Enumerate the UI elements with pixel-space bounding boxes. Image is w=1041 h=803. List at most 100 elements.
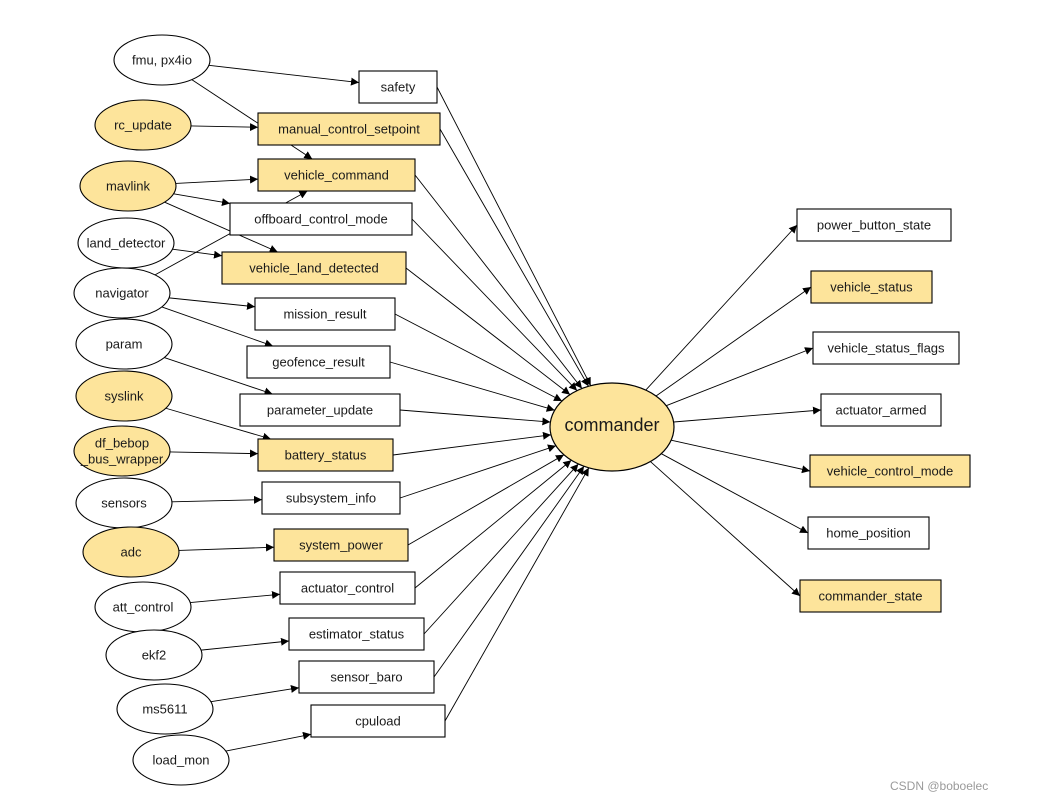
commander-label: commander [564,415,659,435]
source-ellipse [79,160,177,212]
edge-land-to-vld [172,248,223,259]
source-ellipse [132,734,230,786]
source-label: syslink [104,389,144,404]
edge-ms5611-to-baro [210,685,300,703]
input-topic-mcs[interactable]: manual_control_setpoint [257,112,441,146]
input-topic-sub[interactable]: subsystem_info [261,481,401,515]
output-topic-label: vehicle_status [830,280,913,295]
source-node-param[interactable]: param [75,318,173,370]
input-topic-act[interactable]: actuator_control [279,571,416,605]
source-label: adc [121,545,142,560]
edge-att-to-act [190,591,281,604]
source-node-ekf2[interactable]: ekf2 [105,629,203,681]
edge-commander-to-vst [655,286,812,397]
input-topic-vld[interactable]: vehicle_land_detected [221,251,407,285]
source-node-mavlink[interactable]: mavlink [79,160,177,212]
output-topic-arm[interactable]: actuator_armed [820,393,942,427]
input-topic-box [257,158,416,192]
output-topic-box [820,393,942,427]
output-topic-home[interactable]: home_position [807,516,930,550]
input-topic-label: vehicle_land_detected [249,261,378,276]
source-ellipse [116,683,214,735]
input-topic-baro[interactable]: sensor_baro [298,660,435,694]
edge-fmu-to-vcmd [191,79,313,160]
output-topic-label: power_button_state [817,218,931,233]
input-topic-bat[interactable]: battery_status [257,438,394,472]
input-topic-safety[interactable]: safety [358,70,438,104]
source-node-adc[interactable]: adc [82,526,180,578]
output-topic-label: vehicle_status_flags [827,341,945,356]
input-topic-mres[interactable]: mission_result [254,297,396,331]
source-node-land[interactable]: land_detector [77,217,175,269]
edge-commander-to-cst [650,461,801,597]
source-node-sensors[interactable]: sensors [75,477,173,529]
input-topic-ocm[interactable]: offboard_control_mode [229,202,413,236]
input-topic-est[interactable]: estimator_status [288,617,425,651]
input-topic-box [254,297,396,331]
source-node-att[interactable]: att_control [94,581,192,633]
output-topic-label: commander_state [818,589,922,604]
edge-syslink-to-bat [165,407,271,441]
source-label: rc_update [114,118,172,133]
nodes: fmu, px4io rc_updatemavlinkland_detectorn… [73,34,971,786]
edge-mres-to-commander [394,313,563,402]
edge-commander-to-arm [673,406,822,423]
input-topic-vcmd[interactable]: vehicle_command [257,158,416,192]
output-topic-vcm[interactable]: vehicle_control_mode [809,454,971,488]
input-topic-box [288,617,425,651]
input-topic-label: actuator_control [301,581,394,596]
input-topic-label: manual_control_setpoint [278,122,420,137]
commander-node[interactable]: commander [549,382,675,472]
source-node-rc[interactable]: rc_update [94,99,192,151]
edge-baro-to-commander [433,466,585,678]
edge-bat-to-commander [392,431,552,456]
input-topic-cpu[interactable]: cpuload [310,704,446,738]
input-topic-pupd[interactable]: parameter_update [239,393,401,427]
source-ellipse [94,99,192,151]
source-label: _bus_wrapper [80,452,164,467]
source-node-loadmon[interactable]: load_mon [132,734,230,786]
input-topic-label: vehicle_command [284,168,389,183]
source-label: fmu, px4io [132,53,192,68]
edge-fmu-to-safety [208,64,360,86]
edge-nav-to-geo [161,306,274,348]
input-topic-box [257,438,394,472]
source-node-nav[interactable]: navigator [73,267,171,319]
input-topic-box [246,345,391,379]
output-topic-label: actuator_armed [835,403,926,418]
input-topic-box [257,112,441,146]
input-topic-geo[interactable]: geofence_result [246,345,391,379]
output-topic-vst[interactable]: vehicle_status [810,270,933,304]
output-topic-box [796,208,952,242]
source-node-ms5611[interactable]: ms5611 [116,683,214,735]
source-node-fmu[interactable]: fmu, px4io [113,34,211,86]
input-topic-box [310,704,446,738]
edge-dfb-to-bat [169,449,259,458]
edge-spow-to-commander [407,454,565,546]
source-node-syslink[interactable]: syslink [75,370,173,422]
source-label: param [106,337,143,352]
edge-pupd-to-commander [399,409,551,426]
source-ellipse [73,425,171,477]
input-topic-box [273,528,409,562]
output-topic-box [799,579,942,613]
input-topic-box [221,251,407,285]
output-topic-pbs[interactable]: power_button_state [796,208,952,242]
edge-cpu-to-commander [444,467,590,722]
source-label: ekf2 [142,648,167,663]
watermark: CSDN @boboelec [890,779,989,793]
source-node-dfb[interactable]: df_bebop_bus_wrapper [73,425,171,477]
edge-safety-to-commander [436,86,592,386]
output-topic-label: vehicle_control_mode [827,464,953,479]
output-topic-vsf[interactable]: vehicle_status_flags [812,331,960,365]
output-topic-cst[interactable]: commander_state [799,579,942,613]
edges [154,64,822,752]
source-ellipse [113,34,211,86]
edge-geo-to-commander [389,361,555,412]
edge-loadmon-to-cpu [225,731,312,752]
input-topic-spow[interactable]: system_power [273,528,409,562]
input-topic-label: subsystem_info [286,491,376,506]
edge-commander-to-vcm [671,439,811,474]
input-topic-label: offboard_control_mode [254,212,387,227]
